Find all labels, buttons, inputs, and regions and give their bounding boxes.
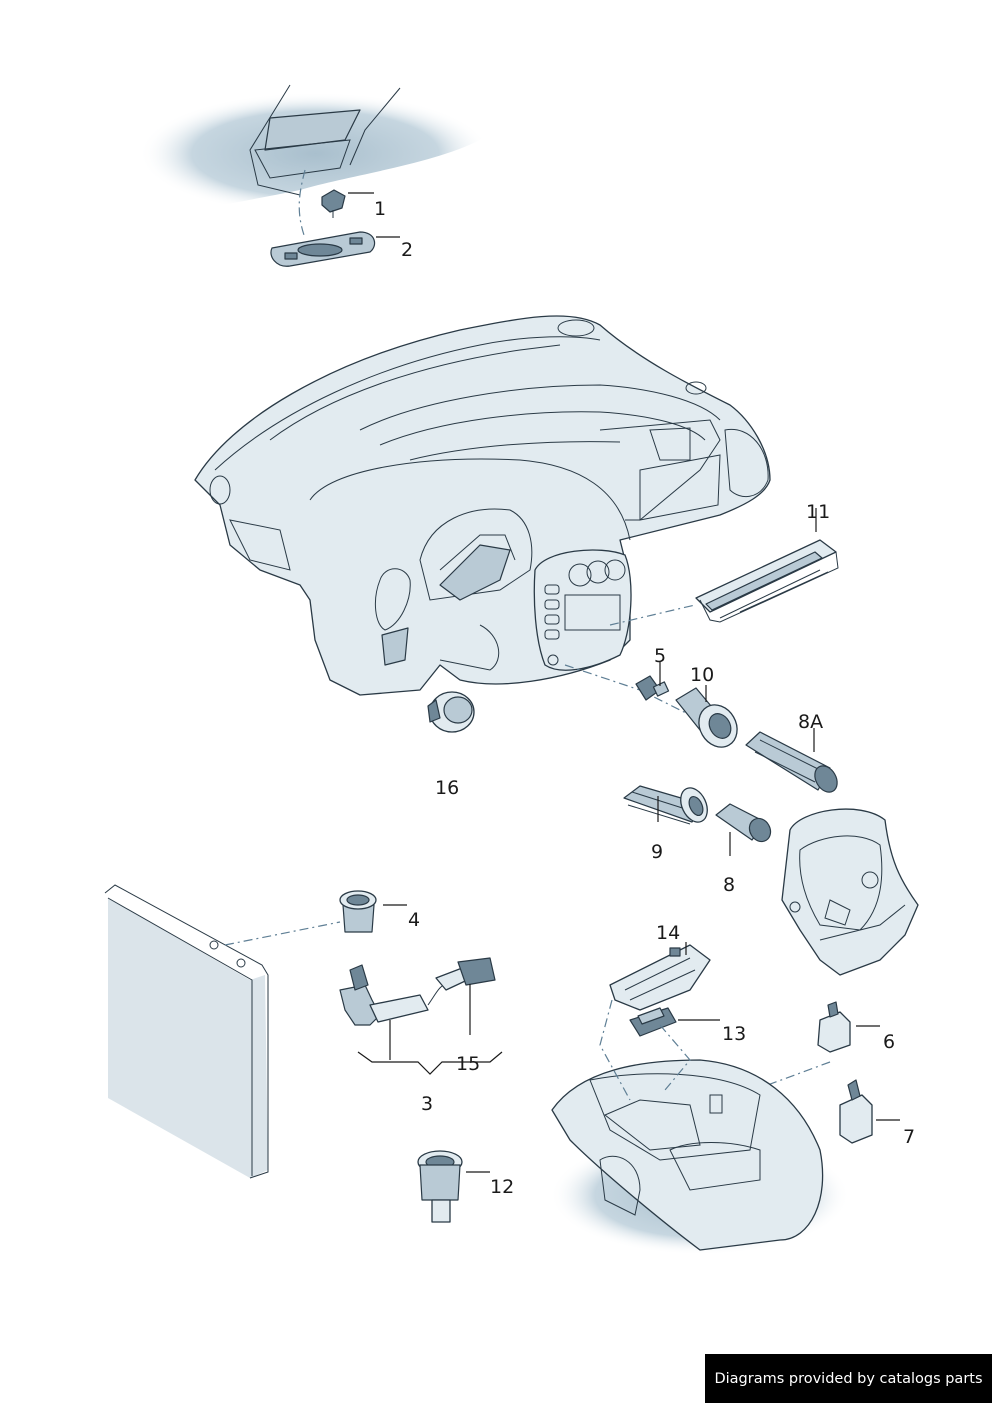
socket-part-12 <box>417 1150 463 1223</box>
callout-9: 9 <box>651 841 663 863</box>
callout-6: 6 <box>883 1031 895 1053</box>
lamp-harness-part-3 <box>339 957 496 1026</box>
bezel-part-4 <box>339 890 377 933</box>
callout-8: 8 <box>723 874 735 896</box>
switch-part-16 <box>427 691 475 733</box>
callout-3: 3 <box>421 1093 433 1115</box>
callout-12: 12 <box>490 1176 514 1198</box>
lighter-part-8 <box>715 803 772 843</box>
switch-part-13 <box>629 1007 677 1037</box>
bracket-3 <box>357 1051 503 1075</box>
assembly-line-4 <box>224 921 341 946</box>
socket-part-10 <box>675 687 738 748</box>
door-panel <box>104 884 269 1179</box>
callout-10: 10 <box>690 664 714 686</box>
callout-13: 13 <box>722 1023 746 1045</box>
switch-part-6 <box>817 1001 851 1053</box>
cover-strip-part-11 <box>695 539 839 623</box>
bulb-part-5 <box>635 675 670 701</box>
footer-credit: Diagrams provided by catalogs parts <box>705 1354 992 1403</box>
callout-5: 5 <box>654 645 666 667</box>
callout-15: 15 <box>456 1053 480 1075</box>
centre-console <box>550 1059 850 1255</box>
callout-labels: 1 2 11 5 10 8A 16 9 8 4 14 13 6 15 3 7 1… <box>374 198 915 1198</box>
clip-part-1 <box>321 189 346 218</box>
assembly-line-13-14 <box>599 999 691 1101</box>
leader-lines <box>348 192 900 1173</box>
interior-light-part-2 <box>270 231 376 267</box>
callout-11: 11 <box>806 501 830 523</box>
footer-text: Diagrams provided by catalogs parts <box>714 1370 983 1387</box>
switch-part-7 <box>839 1079 873 1144</box>
roof-headliner <box>138 84 492 239</box>
callout-8a: 8A <box>798 711 823 733</box>
dashboard-panel <box>194 315 771 696</box>
callout-2: 2 <box>401 239 413 261</box>
ashtray-housing <box>781 808 919 976</box>
socket-part-9 <box>623 785 708 825</box>
callout-14: 14 <box>656 922 680 944</box>
callout-4: 4 <box>408 909 420 931</box>
assembly-line-11 <box>609 604 696 626</box>
callout-1: 1 <box>374 198 386 220</box>
callout-16: 16 <box>435 777 459 799</box>
callout-7: 7 <box>903 1126 915 1148</box>
lighter-part-8a <box>745 731 838 793</box>
assembly-line-5-10 <box>564 664 701 721</box>
bracket-part-14 <box>609 944 711 1011</box>
